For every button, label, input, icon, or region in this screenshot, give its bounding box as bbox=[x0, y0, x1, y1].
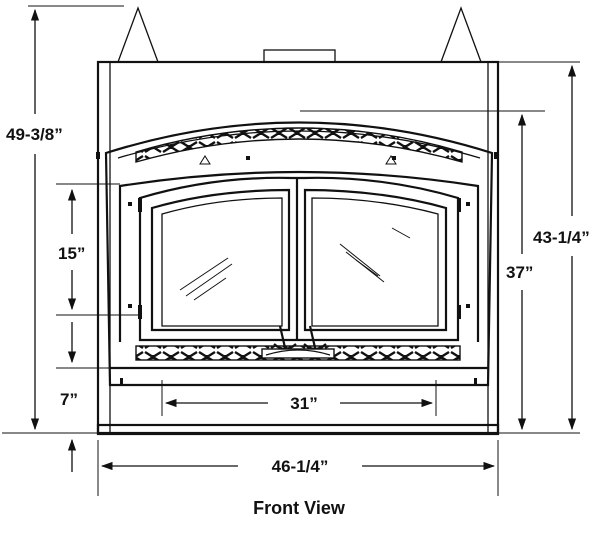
door-height-label: 15” bbox=[58, 244, 85, 263]
opening-height-label: 37” bbox=[506, 263, 533, 282]
left-top-spike bbox=[117, 6, 159, 63]
opening-width-label: 31” bbox=[290, 394, 317, 413]
left-door-glass bbox=[150, 188, 291, 332]
overall-height-label: 49-3/8” bbox=[6, 125, 63, 144]
glass-reflections bbox=[179, 227, 411, 301]
dimension-lines bbox=[2, 5, 580, 496]
overall-width-label: 46-1/4” bbox=[272, 457, 329, 476]
flue-collar bbox=[263, 49, 336, 63]
fireplace-body bbox=[96, 6, 500, 436]
door-frame bbox=[138, 176, 460, 342]
body-height-label: 43-1/4” bbox=[533, 228, 590, 247]
arched-face-frame bbox=[104, 121, 494, 387]
base-plinth bbox=[96, 423, 500, 436]
firebox-opening bbox=[118, 170, 480, 342]
right-door-glass bbox=[303, 188, 448, 332]
base-height-label: 7” bbox=[60, 390, 78, 409]
diagram-caption: Front View bbox=[253, 498, 346, 518]
right-top-spike bbox=[440, 6, 482, 63]
top-lattice-band bbox=[135, 127, 463, 163]
